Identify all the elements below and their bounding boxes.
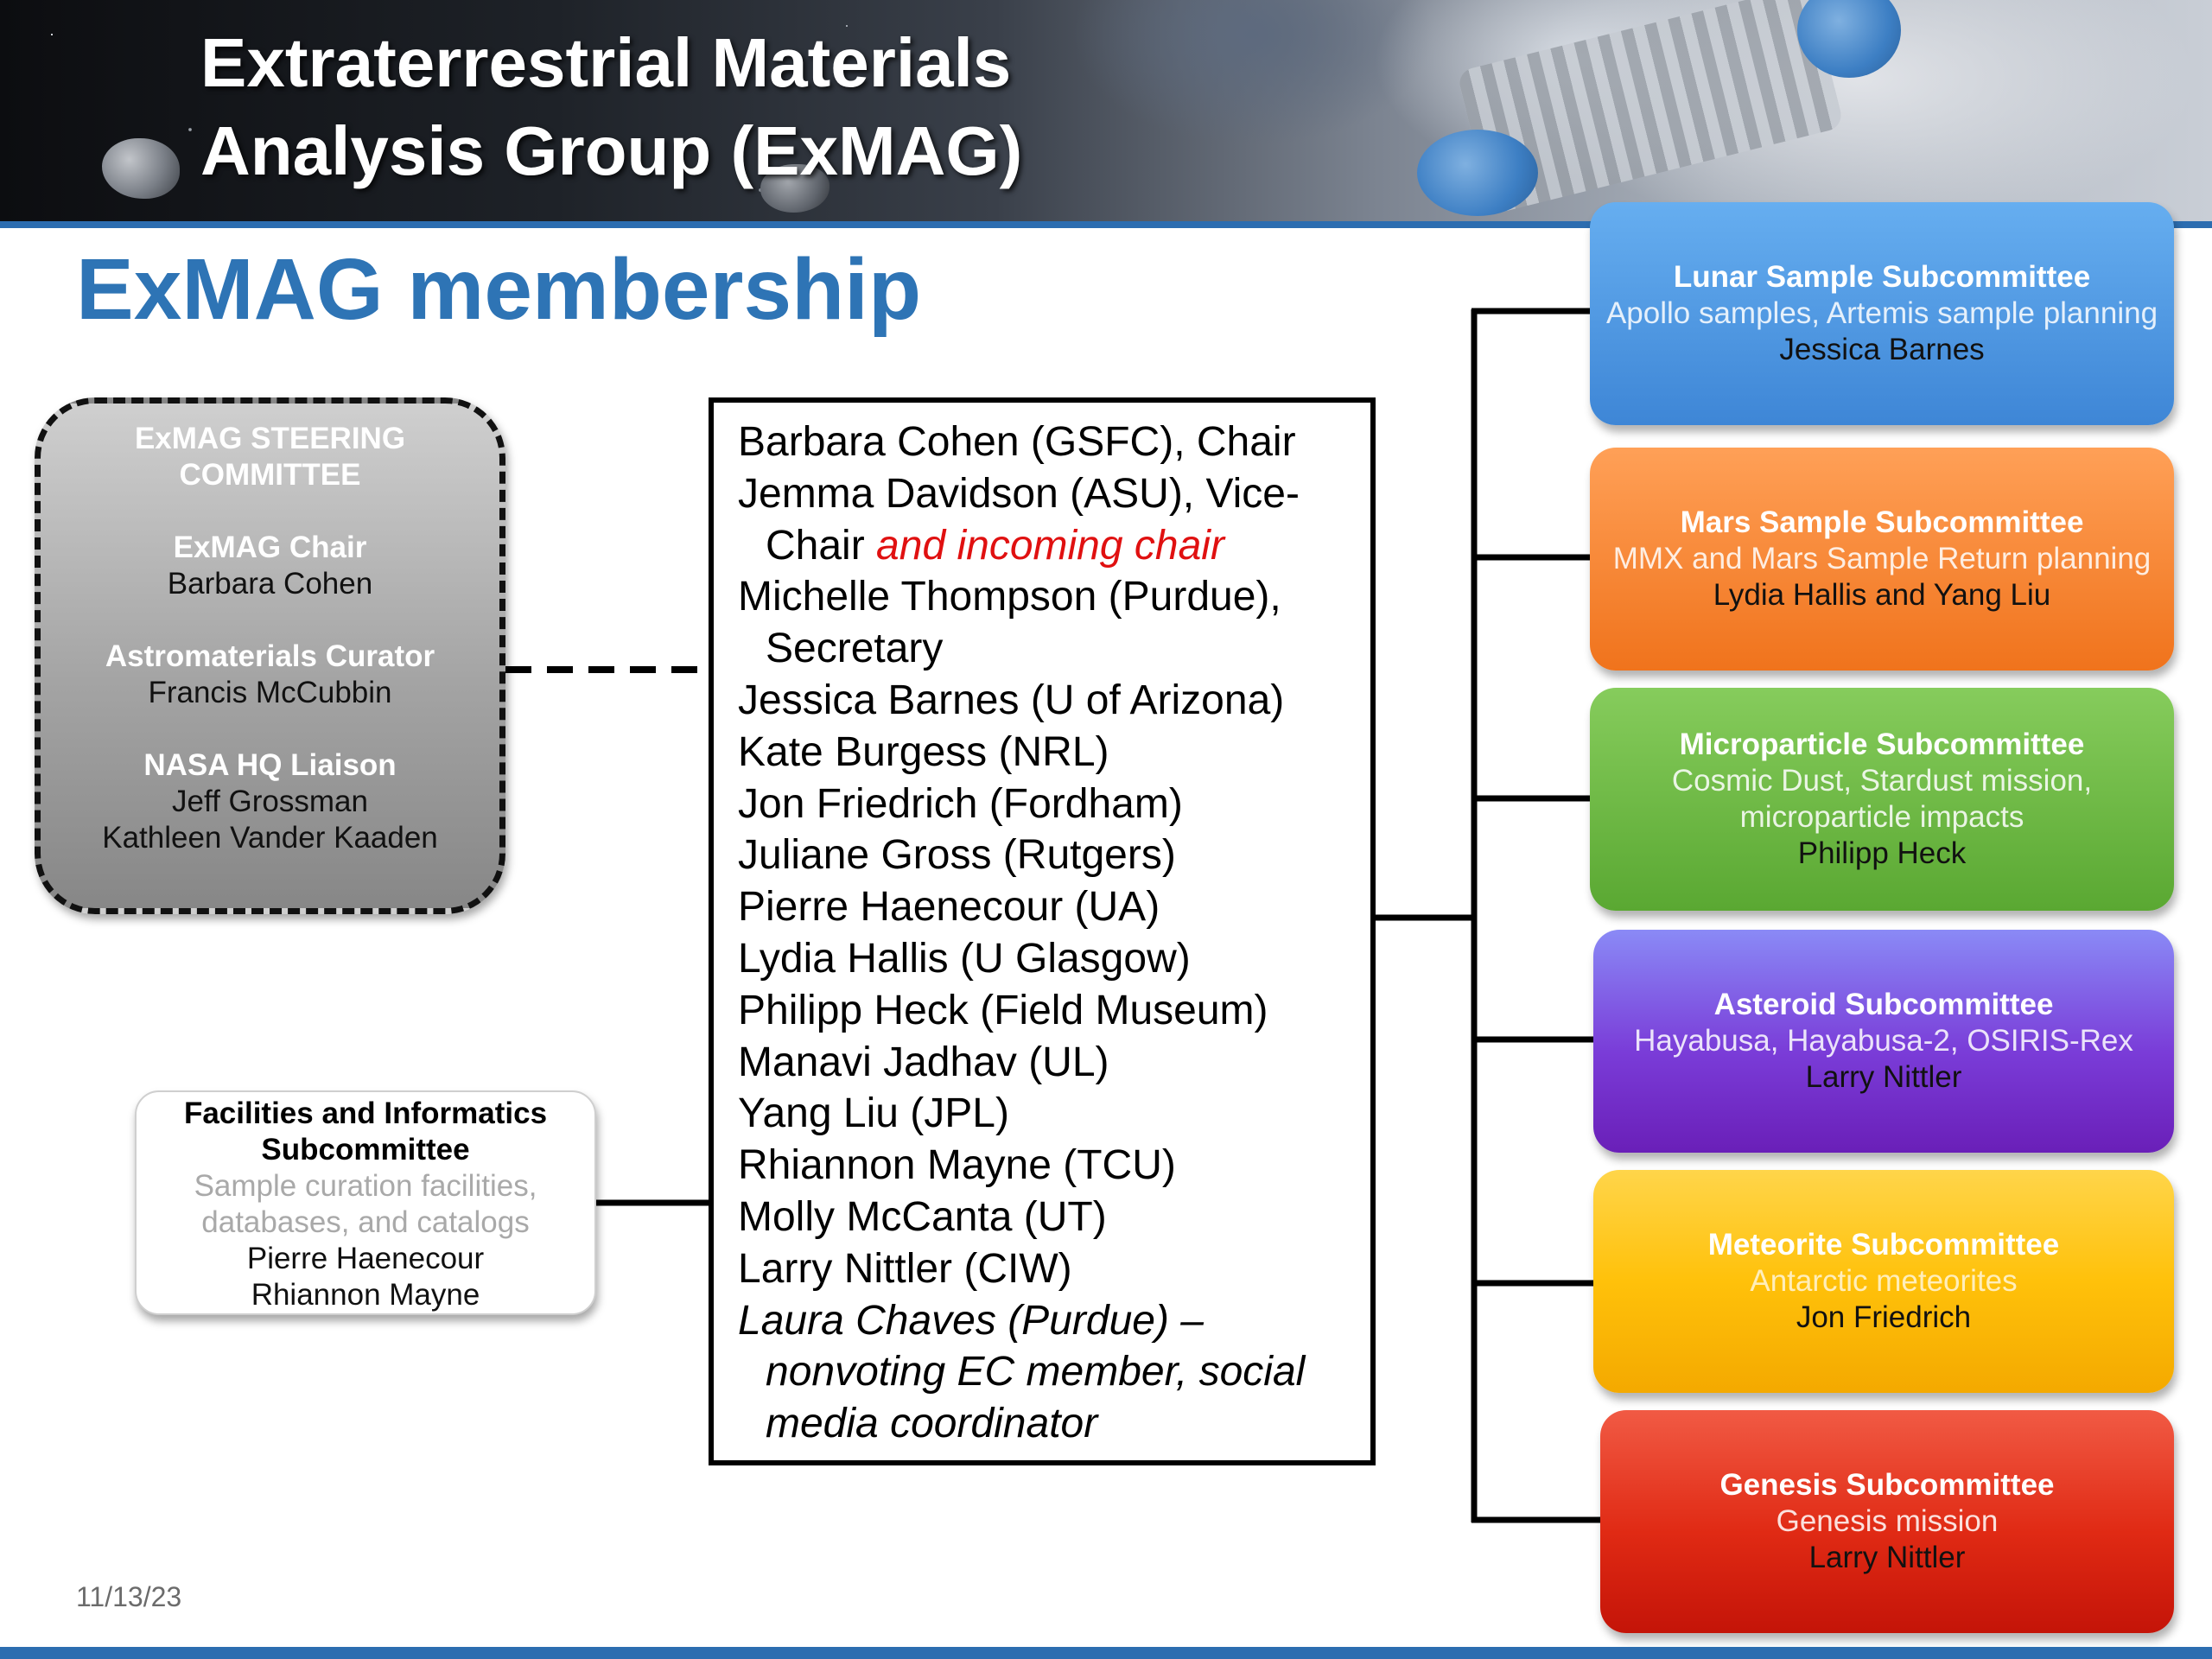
- liaison-name: Kathleen Vander Kaaden: [102, 821, 438, 855]
- member-secretary: Michelle Thompson (Purdue), Secretary: [738, 574, 1281, 672]
- facilities-member: Rhiannon Mayne: [251, 1278, 480, 1312]
- subcommittee-description: Genesis mission: [1776, 1504, 1999, 1538]
- member-item: Kate Burgess (NRL): [738, 728, 1109, 775]
- liaison-role: NASA HQ Liaison: [143, 748, 397, 782]
- slide-date: 11/13/23: [76, 1581, 182, 1612]
- lunar-subcommittee-box: Lunar Sample Subcommittee Apollo samples…: [1590, 202, 2174, 425]
- facilities-title: Facilities and Informatics Subcommittee: [183, 1096, 548, 1166]
- banner-title: Extraterrestrial Materials Analysis Grou…: [200, 19, 1237, 195]
- chair-name: Barbara Cohen: [167, 567, 373, 601]
- gloved-hand-image: [1797, 0, 1901, 78]
- incoming-chair-note: and incoming chair: [876, 522, 1224, 569]
- subcommittee-description: Cosmic Dust, Stardust mission, micropart…: [1671, 764, 2093, 834]
- member-item: Larry Nittler (CIW): [738, 1245, 1072, 1292]
- banner-title-line: Analysis Group (ExMAG): [200, 112, 1023, 189]
- steering-heading: COMMITTEE: [179, 458, 361, 492]
- subcommittee-description: MMX and Mars Sample Return planning: [1612, 542, 2152, 575]
- member-item: Philipp Heck (Field Museum): [738, 987, 1268, 1033]
- page-title: ExMAG membership: [76, 241, 922, 338]
- subcommittee-title: Meteorite Subcommittee: [1707, 1228, 2060, 1262]
- curator-name: Francis McCubbin: [148, 676, 392, 709]
- subcommittee-title: Asteroid Subcommittee: [1713, 988, 2054, 1021]
- vice-chair-text: Jemma Davidson (ASU), Vice-Chair: [738, 470, 1300, 569]
- steering-committee-box: ExMAG STEERING COMMITTEE ExMAG Chair Bar…: [35, 397, 505, 914]
- subcommittee-description: Hayabusa, Hayabusa-2, OSIRIS-Rex: [1634, 1024, 2133, 1058]
- subcommittee-title: Lunar Sample Subcommittee: [1673, 260, 2091, 294]
- asteroid-subcommittee-box: Asteroid Subcommittee Hayabusa, Hayabusa…: [1593, 930, 2174, 1153]
- subcommittee-members: Lydia Hallis and Yang Liu: [1713, 578, 2051, 612]
- member-item: Molly McCanta (UT): [738, 1193, 1107, 1240]
- subcommittee-description: Antarctic meteorites: [1750, 1264, 2018, 1298]
- member-list-box: Barbara Cohen (GSFC), Chair Jemma Davids…: [709, 397, 1376, 1465]
- member-item: Juliane Gross (Rutgers): [738, 832, 1176, 879]
- gloved-hand-image: [1417, 130, 1538, 216]
- header-divider: [0, 221, 2212, 228]
- subcommittee-title: Genesis Subcommittee: [1719, 1468, 2055, 1502]
- subcommittee-title: Mars Sample Subcommittee: [1680, 505, 2084, 539]
- member-nonvoting: Laura Chaves (Purdue) – nonvoting EC mem…: [738, 1297, 1306, 1447]
- meteorite-subcommittee-box: Meteorite Subcommittee Antarctic meteori…: [1593, 1170, 2174, 1393]
- banner-title-line: Extraterrestrial Materials: [200, 24, 1012, 101]
- member-item: Yang Liu (JPL): [738, 1090, 1009, 1137]
- member-item: Jessica Barnes (U of Arizona): [738, 677, 1285, 723]
- member-chair: Barbara Cohen (GSFC), Chair: [738, 419, 1296, 465]
- header-banner: Extraterrestrial Materials Analysis Grou…: [0, 0, 2212, 223]
- asteroid-image: [760, 164, 830, 213]
- member-item: Manavi Jadhav (UL): [738, 1039, 1109, 1085]
- member-item: Jon Friedrich (Fordham): [738, 780, 1183, 827]
- member-item: Lydia Hallis (U Glasgow): [738, 935, 1191, 982]
- mars-subcommittee-box: Mars Sample Subcommittee MMX and Mars Sa…: [1590, 448, 2174, 671]
- chair-role: ExMAG Chair: [173, 531, 367, 564]
- genesis-subcommittee-box: Genesis Subcommittee Genesis mission Lar…: [1600, 1410, 2174, 1633]
- subcommittee-members: Jon Friedrich: [1796, 1300, 1972, 1334]
- subcommittee-title: Microparticle Subcommittee: [1679, 728, 2085, 761]
- microparticle-subcommittee-box: Microparticle Subcommittee Cosmic Dust, …: [1590, 688, 2174, 911]
- subcommittee-members: Jessica Barnes: [1779, 333, 1985, 366]
- member-item: Pierre Haenecour (UA): [738, 884, 1160, 931]
- subcommittee-members: Larry Nittler: [1808, 1541, 1966, 1574]
- steering-heading: ExMAG STEERING: [134, 422, 406, 455]
- subcommittee-members: Philipp Heck: [1797, 836, 1967, 870]
- facilities-subcommittee-box: Facilities and Informatics Subcommittee …: [135, 1090, 596, 1315]
- subcommittee-members: Larry Nittler: [1805, 1060, 1962, 1094]
- member-item: Rhiannon Mayne (TCU): [738, 1142, 1176, 1189]
- facilities-description: Sample curation facilities, databases, a…: [194, 1169, 537, 1239]
- facilities-member: Pierre Haenecour: [246, 1242, 485, 1275]
- asteroid-image: [102, 138, 180, 199]
- subcommittee-description: Apollo samples, Artemis sample planning: [1605, 296, 2158, 330]
- liaison-name: Jeff Grossman: [172, 785, 368, 818]
- curator-role: Astromaterials Curator: [105, 639, 435, 673]
- footer-divider: [0, 1647, 2212, 1659]
- member-vice-chair: Jemma Davidson (ASU), Vice-Chair and inc…: [738, 468, 1370, 572]
